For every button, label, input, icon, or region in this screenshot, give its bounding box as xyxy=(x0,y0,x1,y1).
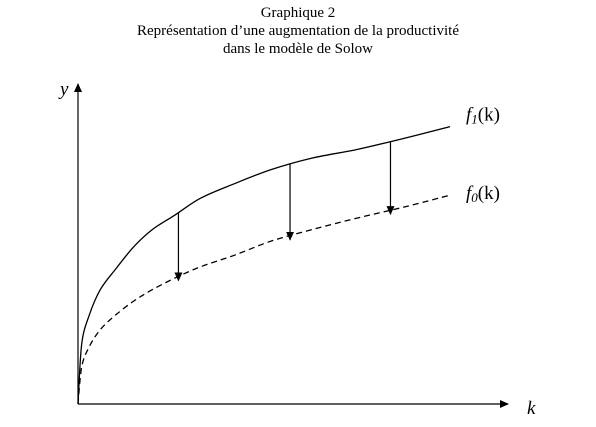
title-line-1: Graphique 2 xyxy=(260,5,336,21)
title-line-3: dans le modèle de Solow xyxy=(223,41,373,57)
series-line-f0 xyxy=(77,194,451,405)
title-line-2: Représentation d’une augmentation de la … xyxy=(137,23,459,39)
y-axis-label: y xyxy=(58,79,69,100)
series-label-f1: f1(k) xyxy=(466,105,500,127)
x-axis-label: k xyxy=(527,398,536,419)
series-label-f0: f0(k) xyxy=(466,183,500,205)
chart-title: Graphique 2 Représentation d’une augment… xyxy=(0,4,596,58)
series-line-f1 xyxy=(77,125,451,405)
